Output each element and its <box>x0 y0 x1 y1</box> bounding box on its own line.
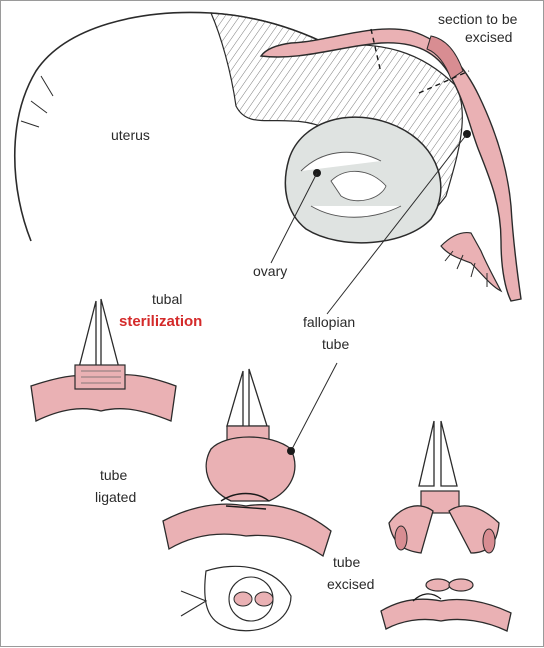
label-ligated-line2: ligated <box>95 489 136 506</box>
label-excised-line2: excised <box>327 576 374 593</box>
label-ovary: ovary <box>253 263 287 280</box>
sterilization-diagram-excised-ends <box>381 579 511 631</box>
label-excised-line1: tube <box>333 554 360 571</box>
label-uterus: uterus <box>111 127 150 144</box>
label-section-to-be-line2: excised <box>465 29 512 46</box>
sterilization-diagram-excised-open <box>389 421 499 553</box>
label-sterilization: sterilization <box>119 313 202 330</box>
sterilization-diagram-ligated <box>163 369 331 556</box>
label-ligated-line1: tube <box>100 467 127 484</box>
cross-section-detail <box>181 566 291 630</box>
label-fallopian-line2: tube <box>322 336 349 353</box>
label-tubal: tubal <box>152 291 182 308</box>
label-section-to-be-line1: section to be <box>438 11 517 28</box>
label-fallopian-line1: fallopian <box>303 314 355 331</box>
